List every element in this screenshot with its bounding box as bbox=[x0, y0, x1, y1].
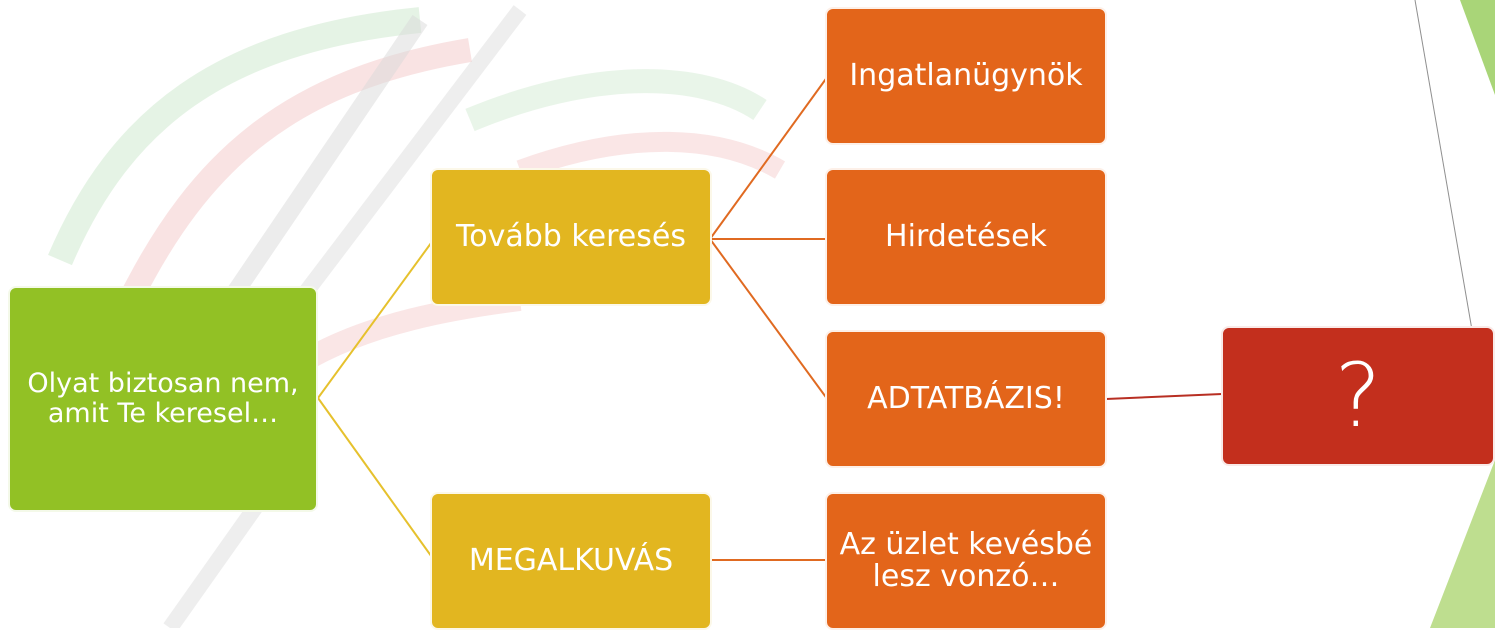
connector-branch-1-to-leaf-1 bbox=[709, 75, 829, 240]
branch-node-compromise-label: MEGALKUVÁS bbox=[468, 543, 674, 579]
leaf-node-database: ADTATBÁZIS! bbox=[825, 330, 1107, 468]
leaf-node-less-attractive-label: Az üzlet kevésbé lesz vonzó… bbox=[839, 526, 1093, 594]
leaf-node-agent-label: Ingatlanügynök bbox=[849, 58, 1083, 94]
leaf-node-agent: Ingatlanügynök bbox=[825, 7, 1107, 145]
connector-root-to-branch-1 bbox=[317, 238, 435, 399]
branch-node-continue-search-label: Tovább keresés bbox=[456, 219, 686, 255]
connector-branch-1-to-leaf-3 bbox=[709, 238, 829, 401]
branch-node-compromise: MEGALKUVÁS bbox=[430, 492, 712, 630]
leaf-node-database-label: ADTATBÁZIS! bbox=[867, 381, 1065, 417]
leaf-node-ads: Hirdetések bbox=[825, 168, 1107, 306]
root-node: Olyat biztosan nem, amit Te keresel… bbox=[8, 286, 318, 512]
root-node-label: Olyat biztosan nem, amit Te keresel… bbox=[27, 367, 299, 429]
question-mark-label: ? bbox=[1334, 344, 1382, 447]
connector-root-to-branch-2 bbox=[317, 397, 435, 561]
final-node: ? bbox=[1221, 326, 1495, 466]
leaf-node-ads-label: Hirdetések bbox=[885, 219, 1047, 255]
leaf-node-less-attractive: Az üzlet kevésbé lesz vonzó… bbox=[825, 492, 1107, 630]
branch-node-continue-search: Tovább keresés bbox=[430, 168, 712, 306]
connector-leaf-3-to-final bbox=[1105, 393, 1223, 400]
